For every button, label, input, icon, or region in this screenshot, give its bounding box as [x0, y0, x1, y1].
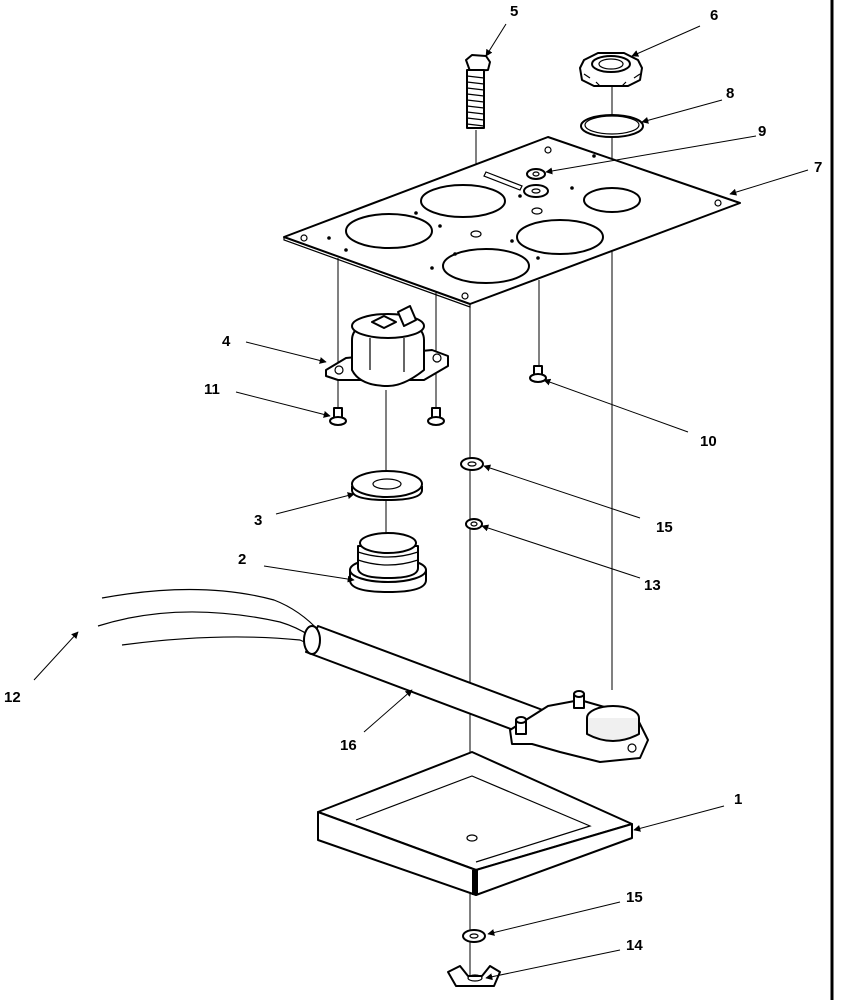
- screw-left: [329, 407, 347, 426]
- ring-nut: [579, 52, 643, 87]
- leader-lines: [33, 23, 809, 981]
- wire-leads: [97, 588, 321, 651]
- bolt: [465, 54, 491, 129]
- callout-13: 13: [644, 577, 661, 594]
- drain-pan: [317, 751, 633, 896]
- screw-10: [529, 365, 547, 383]
- assembly-lines: [337, 70, 613, 985]
- star-washer-lower: [462, 929, 486, 943]
- mounting-plate: [283, 136, 741, 308]
- rubber-boot: [349, 532, 427, 593]
- callout-1: 1: [734, 791, 742, 808]
- callout-2: 2: [238, 551, 246, 568]
- star-washer-upper: [460, 457, 484, 471]
- small-nut: [465, 518, 483, 530]
- thermostat-switch: [325, 305, 449, 387]
- callout-14: 14: [626, 937, 643, 954]
- wing-nut: [447, 965, 501, 987]
- callout-7: 7: [814, 159, 822, 176]
- callout-16: 16: [340, 737, 357, 754]
- callout-4: 4: [222, 333, 231, 350]
- callout-6: 6: [710, 7, 718, 24]
- callout-11: 11: [204, 381, 220, 398]
- callout-8: 8: [726, 85, 734, 102]
- callout-15-lower: 15: [626, 889, 643, 906]
- callout-3: 3: [254, 512, 262, 529]
- callout-labels: 5 6 8 9 7 4 11 10 15 3 2 13 12 16 1 15 1…: [4, 3, 822, 954]
- screw-right: [427, 407, 445, 426]
- spacer-washer: [351, 470, 423, 501]
- callout-5: 5: [510, 3, 518, 20]
- callout-15-upper: 15: [656, 519, 673, 536]
- thin-ring: [580, 114, 644, 138]
- callout-12: 12: [4, 689, 21, 706]
- callout-10: 10: [700, 433, 717, 450]
- small-washer: [526, 168, 546, 180]
- cable-sensor: [303, 625, 649, 763]
- callout-9: 9: [758, 123, 766, 140]
